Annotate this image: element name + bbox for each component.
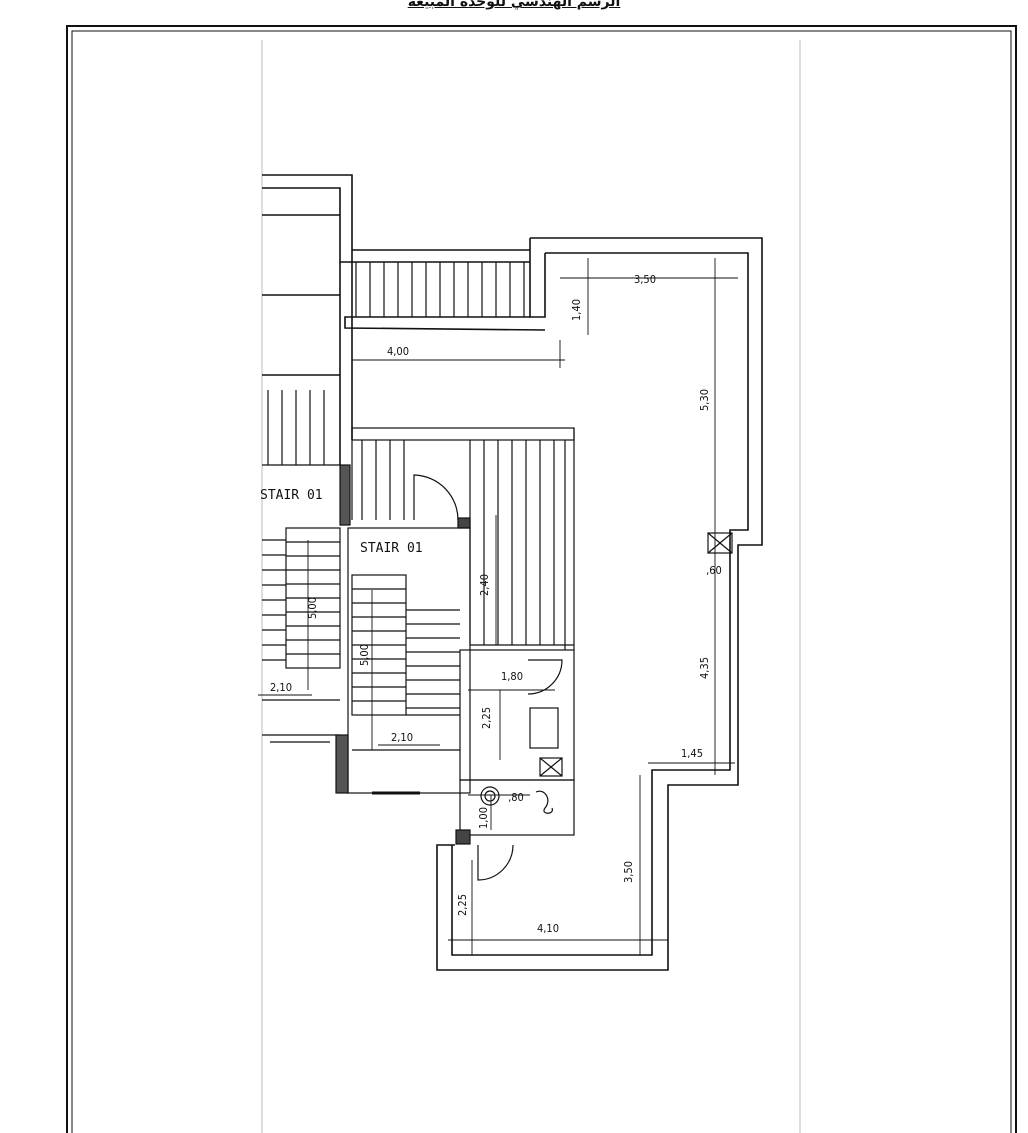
bathroom-block	[455, 649, 575, 881]
left-stair-treads	[262, 390, 340, 466]
left-stair	[262, 464, 351, 743]
dim-top-width: 3,50	[634, 273, 656, 286]
electrical-box	[707, 532, 733, 554]
dim-stair-run: 5,00	[358, 644, 371, 666]
dim-bath-height: 2,25	[480, 707, 493, 729]
dim-corridor-height: 2,40	[478, 574, 491, 596]
dim-bottom-left-height: 2,25	[456, 894, 469, 916]
label-stair-left: STAIR 01	[260, 488, 323, 503]
dim-wc-height: 1,00	[477, 807, 490, 829]
corridor-treads	[351, 427, 575, 650]
unit-walls	[344, 237, 763, 971]
dim-top-depth: 1,40	[570, 299, 583, 321]
dim-stair-run-left: 5,00	[306, 597, 319, 619]
drawing-frame	[66, 25, 1017, 1133]
dim-wc-width: ,80	[508, 791, 524, 804]
neighbor-walls	[262, 174, 530, 465]
dim-bottom-width: 4,10	[537, 922, 559, 935]
dimension-lines	[258, 258, 738, 955]
upper-stair-treads	[355, 262, 525, 317]
dim-right-lower: 4,35	[698, 657, 711, 679]
dim-bath-width: 1,80	[501, 670, 523, 683]
dim-right-upper: 5,30	[698, 389, 711, 411]
label-stair-main: STAIR 01	[360, 541, 423, 556]
dim-stair-width-left: 2,10	[270, 681, 292, 694]
dim-lower-height: 3,50	[622, 861, 635, 883]
dim-step-right: 1,45	[681, 747, 703, 760]
dim-right-small: ,60	[706, 564, 722, 577]
page-title: الرسم الهندسي للوحدة المبيعة	[407, 0, 621, 10]
dim-corridor: 4,00	[387, 345, 409, 358]
dim-stair-width: 2,10	[391, 731, 413, 744]
main-stair	[335, 527, 471, 795]
